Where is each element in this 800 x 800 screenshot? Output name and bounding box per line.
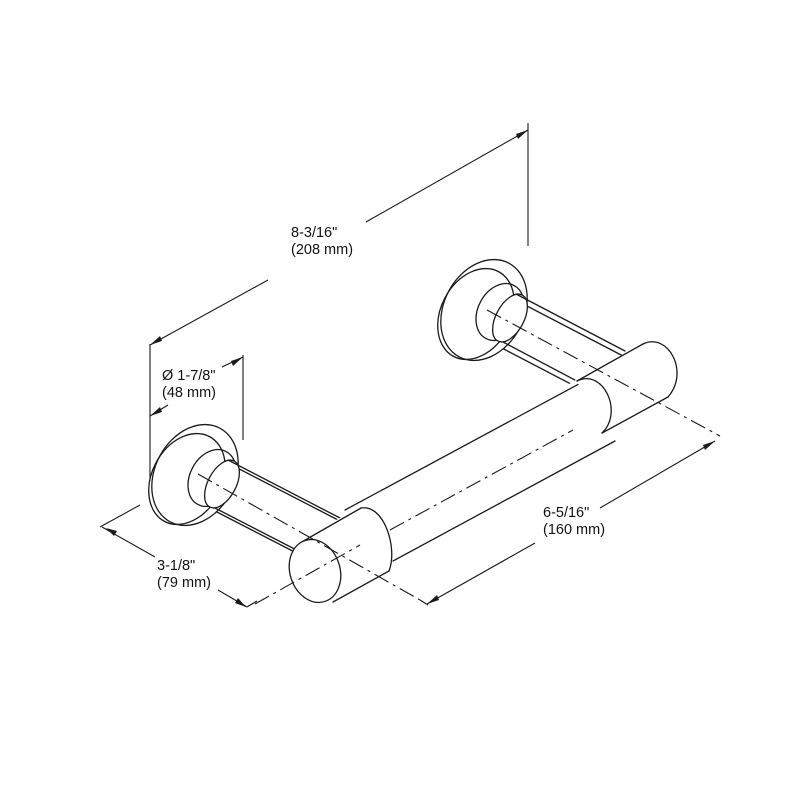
dimension-overall-width — [149, 123, 529, 478]
roller-length-label: 6-5/16" (160 mm) — [543, 505, 605, 539]
right-flange — [437, 258, 626, 389]
roller-length-metric: (160 mm) — [543, 522, 606, 538]
flange-diameter-imperial: Ø 1-7/8" — [162, 368, 216, 384]
projection-label: 3-1/8" (79 mm) — [157, 558, 211, 592]
projection-imperial: 3-1/8" — [157, 558, 196, 574]
roller-length-imperial: 6-5/16" — [543, 505, 590, 521]
dimension-projection — [99, 504, 258, 608]
dimension-flange-diameter — [149, 355, 244, 440]
right-arm-centerline — [486, 309, 721, 437]
flange-diameter-metric: (48 mm) — [162, 385, 216, 401]
dimension-roller-length — [419, 440, 716, 606]
projection-metric: (79 mm) — [157, 575, 211, 591]
roller-centerline-front — [254, 544, 361, 605]
overall-width-label: 8-3/16" (208 mm) — [291, 225, 353, 259]
flange-diameter-label: Ø 1-7/8" (48 mm) — [162, 368, 216, 402]
overall-width-metric: (208 mm) — [291, 242, 354, 258]
left-flange — [148, 423, 341, 559]
overall-width-imperial: 8-3/16" — [291, 225, 338, 241]
left-end-cap — [288, 507, 395, 604]
left-arm-centerline — [197, 473, 421, 601]
roller-bar — [344, 370, 625, 569]
